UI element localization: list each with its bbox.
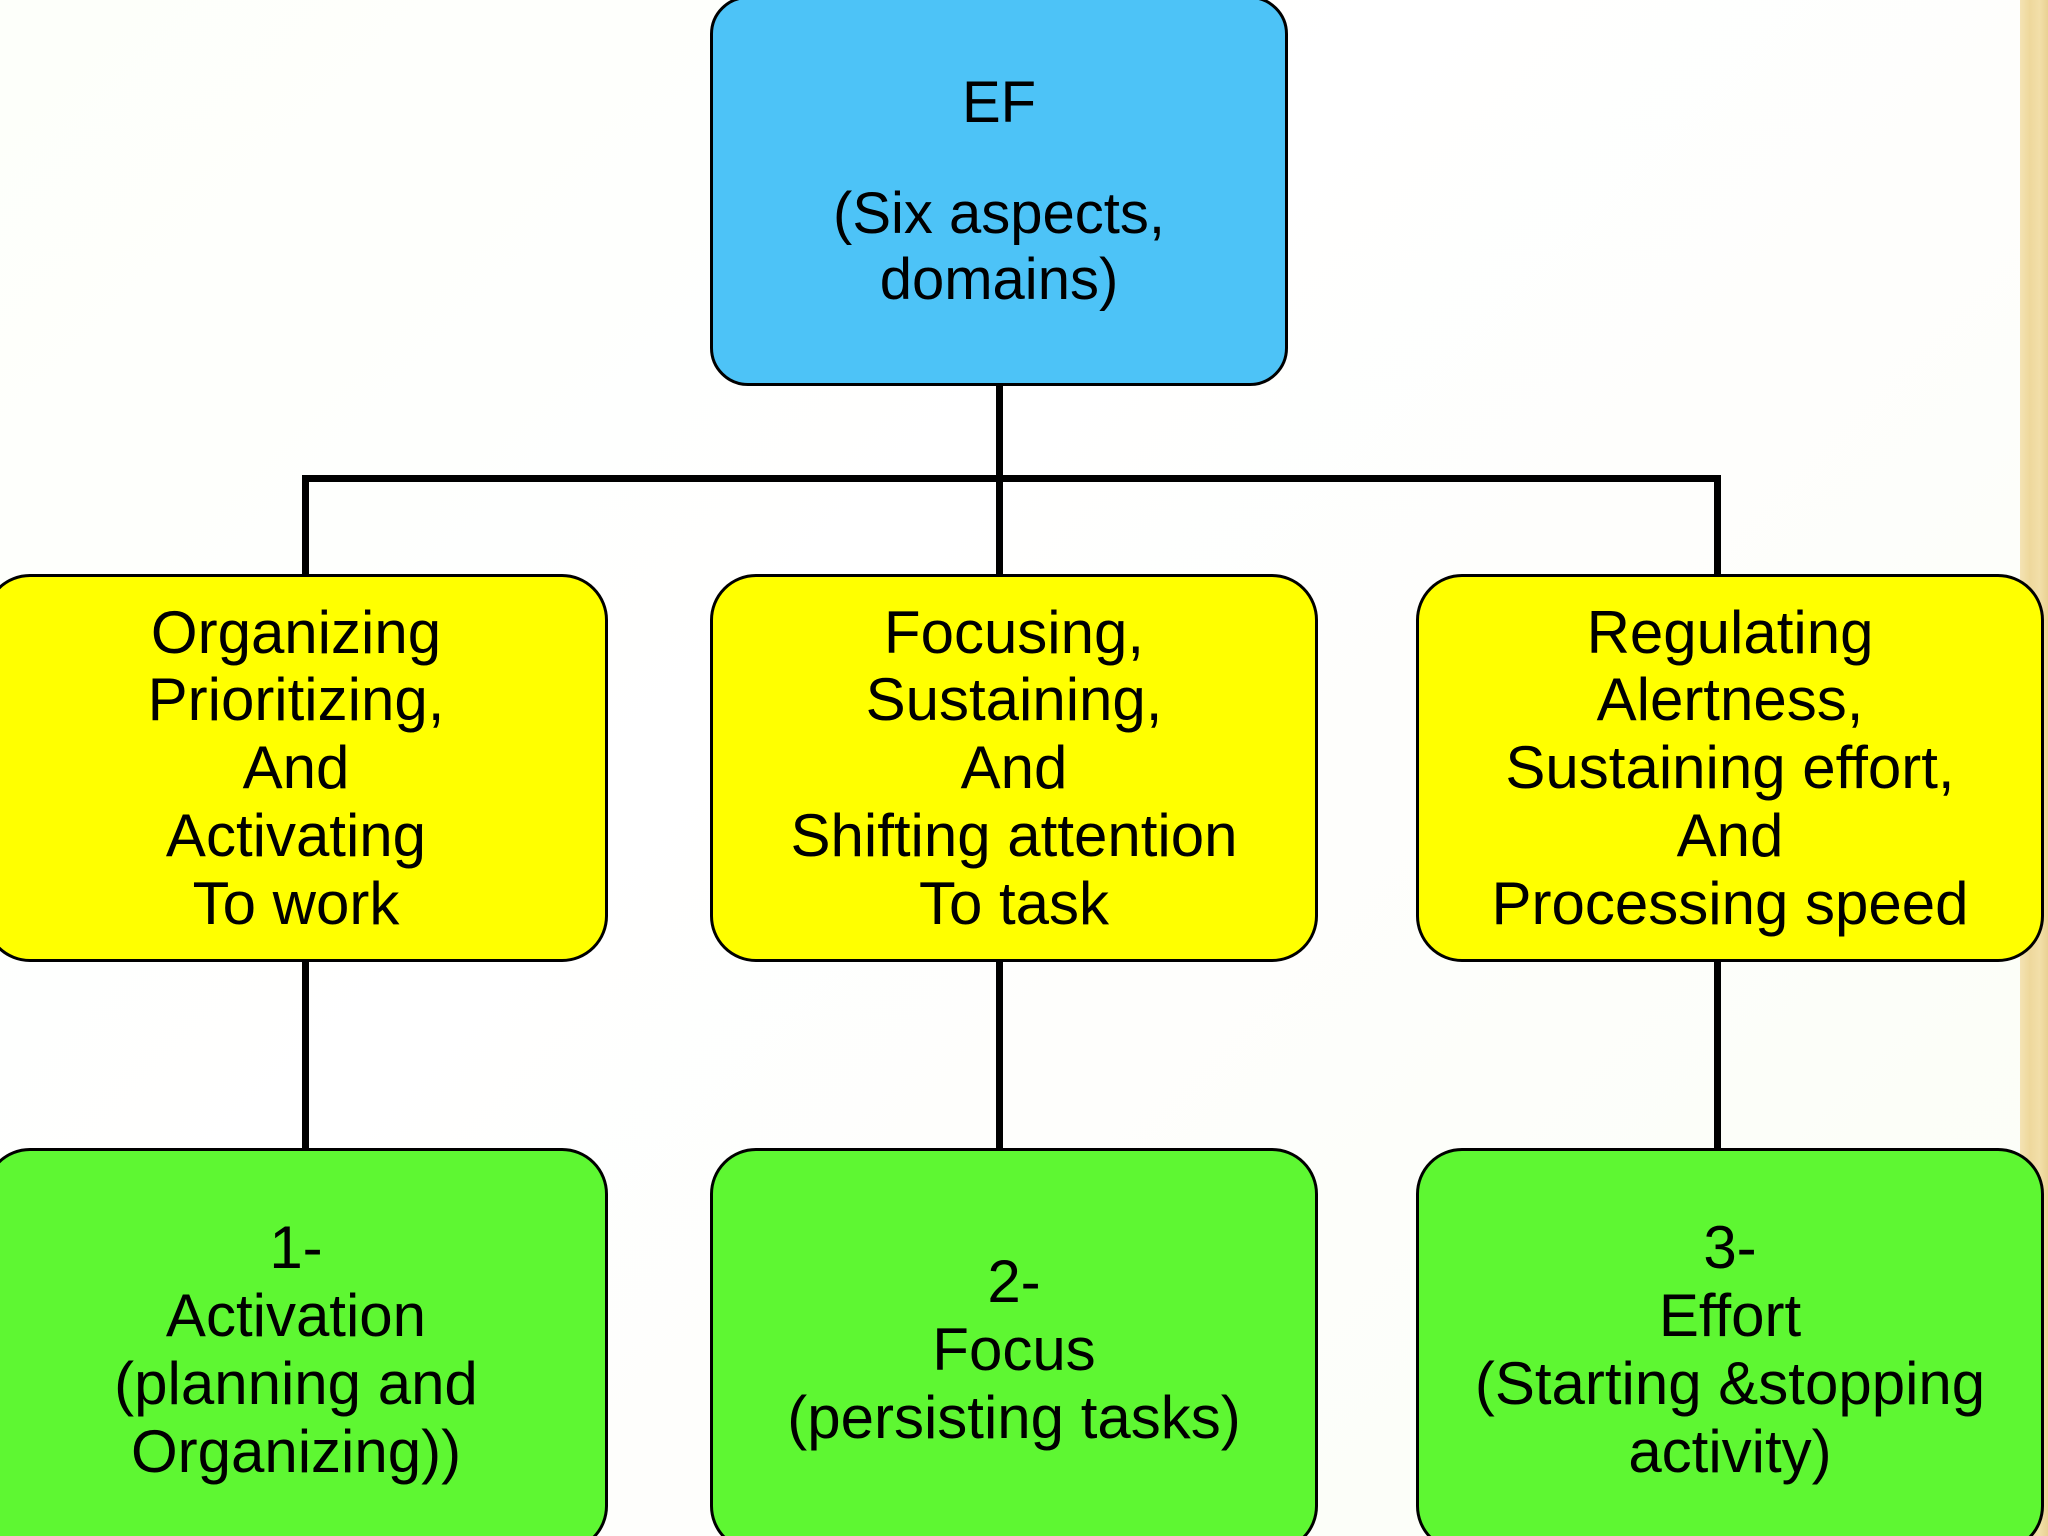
node-focusing-line-4: Shifting attention xyxy=(790,801,1238,869)
connector-drop-left xyxy=(302,475,309,579)
connector-drop-right xyxy=(1714,475,1721,579)
connector-horizontal-bus xyxy=(302,475,1721,482)
node-ef-root[interactable]: EF (Six aspects, domains) xyxy=(710,0,1288,386)
node-organizing-line-4: Activating xyxy=(165,801,427,869)
node-regulating-line-3: Sustaining effort, xyxy=(1505,734,1955,802)
node-regulating-line-1: Regulating xyxy=(1586,598,1874,666)
connector-stem-right xyxy=(1714,958,1721,1152)
node-regulating-line-4: And xyxy=(1676,801,1784,869)
node-organizing[interactable]: Organizing Prioritizing, And Activating … xyxy=(0,574,608,962)
node-effort-line-2: Effort xyxy=(1658,1282,1802,1350)
connector-stem-center xyxy=(996,958,1003,1152)
node-organizing-line-5: To work xyxy=(192,869,400,937)
node-ef-line-1: (Six aspects, xyxy=(833,181,1165,247)
node-regulating-line-5: Processing speed xyxy=(1491,869,1969,937)
node-organizing-line-1: Organizing xyxy=(150,598,442,666)
node-focus[interactable]: 2- Focus (persisting tasks) xyxy=(710,1148,1318,1536)
node-effort-line-3: (Starting &stopping xyxy=(1474,1350,1986,1417)
node-focusing-line-2: Sustaining, xyxy=(865,666,1163,734)
node-regulating[interactable]: Regulating Alertness, Sustaining effort,… xyxy=(1416,574,2044,962)
node-organizing-line-3: And xyxy=(242,734,350,802)
node-focus-line-3: (persisting tasks) xyxy=(787,1383,1241,1451)
node-focus-line-1: 2- xyxy=(987,1248,1041,1316)
node-ef-line-2: domains) xyxy=(879,246,1119,312)
connector-stem-left xyxy=(302,958,309,1152)
node-effort[interactable]: 3- Effort (Starting &stopping activity) xyxy=(1416,1148,2044,1536)
node-focusing-line-5: To task xyxy=(918,869,1110,937)
node-focusing[interactable]: Focusing, Sustaining, And Shifting atten… xyxy=(710,574,1318,962)
node-focusing-line-1: Focusing, xyxy=(883,598,1145,666)
node-organizing-line-2: Prioritizing, xyxy=(147,666,445,734)
connector-root-trunk xyxy=(996,386,1003,482)
node-effort-line-4: activity) xyxy=(1628,1417,1832,1485)
node-effort-line-1: 3- xyxy=(1703,1214,1757,1282)
node-focusing-line-3: And xyxy=(960,734,1068,802)
node-activation-line-2: Activation xyxy=(165,1282,427,1350)
node-regulating-line-2: Alertness, xyxy=(1596,666,1864,734)
node-activation[interactable]: 1- Activation (planning and Organizing)) xyxy=(0,1148,608,1536)
connector-drop-center xyxy=(996,475,1003,579)
node-ef-title: EF xyxy=(961,69,1037,135)
node-activation-line-4: Organizing)) xyxy=(130,1417,462,1485)
node-activation-line-1: 1- xyxy=(269,1214,323,1282)
node-focus-line-2: Focus xyxy=(932,1316,1096,1384)
node-activation-line-3: (planning and xyxy=(114,1350,478,1417)
